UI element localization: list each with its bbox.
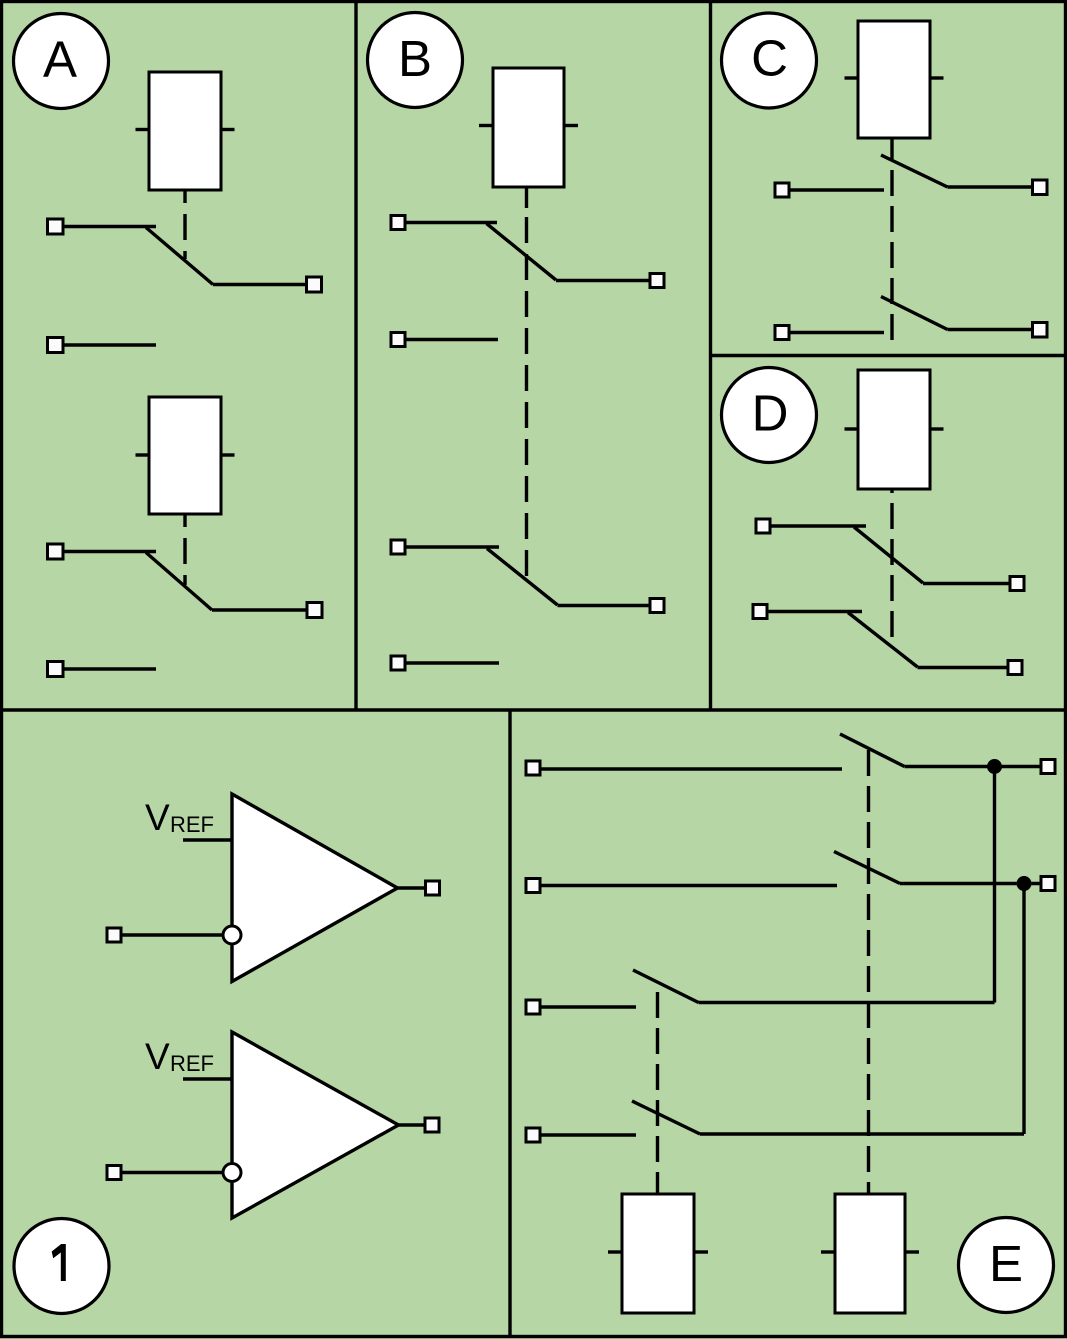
svg-text:D: D (752, 385, 789, 442)
svg-text:C: C (751, 30, 788, 87)
svg-text:E: E (989, 1235, 1023, 1292)
svg-text:V: V (145, 1036, 170, 1077)
svg-text:REF: REF (170, 812, 214, 837)
svg-text:REF: REF (170, 1051, 214, 1076)
svg-text:V: V (145, 797, 170, 838)
svg-text:A: A (43, 31, 77, 88)
svg-text:B: B (398, 30, 432, 87)
